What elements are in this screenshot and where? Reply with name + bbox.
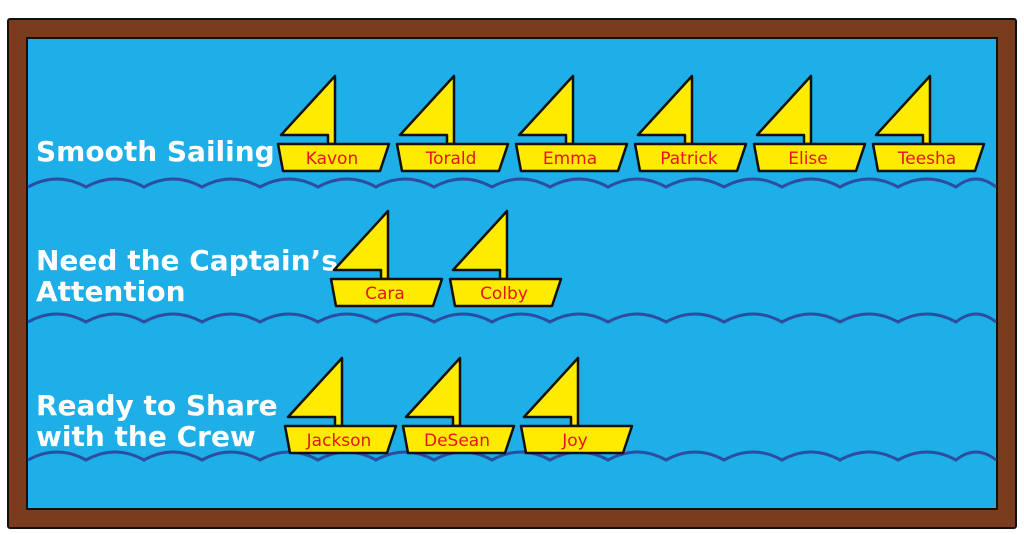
row-label-line: Need the Captain’s [36,244,338,277]
boat-desean: DeSean [401,356,516,455]
boat-name: Colby [480,284,528,304]
boat-hull [514,142,629,173]
boat-hull [401,424,516,455]
row-label-line: Attention [36,275,186,308]
boat-teesha: Teesha [871,74,986,173]
boat-hull [276,142,391,173]
row-label-need-captains-attention: Need the Captain’s Attention [36,244,338,308]
boat-hull [448,277,563,308]
row-label-line: Ready to Share [36,389,278,422]
boat-kavon: Kavon [276,74,391,173]
boat-hull [519,424,634,455]
wave-line [27,312,997,324]
boat-joy: Joy [519,356,634,455]
boat-patrick: Patrick [633,74,748,173]
boat-hull [633,142,748,173]
boat-name: Cara [365,284,405,304]
boat-torald: Torald [395,74,510,173]
boat-hull [395,142,510,173]
boat-hull [329,277,444,308]
boat-hull [283,424,398,455]
row-label-ready-to-share: Ready to Share with the Crew [36,389,278,453]
boat-name: Jackson [306,431,372,451]
boat-name: Patrick [660,149,718,169]
boat-name: Torald [425,149,477,169]
row-label-smooth-sailing: Smooth Sailing [36,135,275,168]
row-label-line: with the Crew [36,420,256,453]
boat-name: Joy [561,431,587,451]
boat-colby: Colby [448,209,563,308]
boat-name: Kavon [306,149,359,169]
boat-cara: Cara [329,209,444,308]
wave-line [27,450,997,462]
boat-hull [871,142,986,173]
row-label-line: Smooth Sailing [36,135,275,168]
boat-elise: Elise [752,74,867,173]
boat-name: Emma [543,149,597,169]
boat-name: DeSean [424,431,490,451]
boat-name: Teesha [897,149,956,169]
boat-hull [752,142,867,173]
boat-jackson: Jackson [283,356,398,455]
boat-emma: Emma [514,74,629,173]
wave-line [27,177,997,189]
boat-name: Elise [788,149,828,169]
